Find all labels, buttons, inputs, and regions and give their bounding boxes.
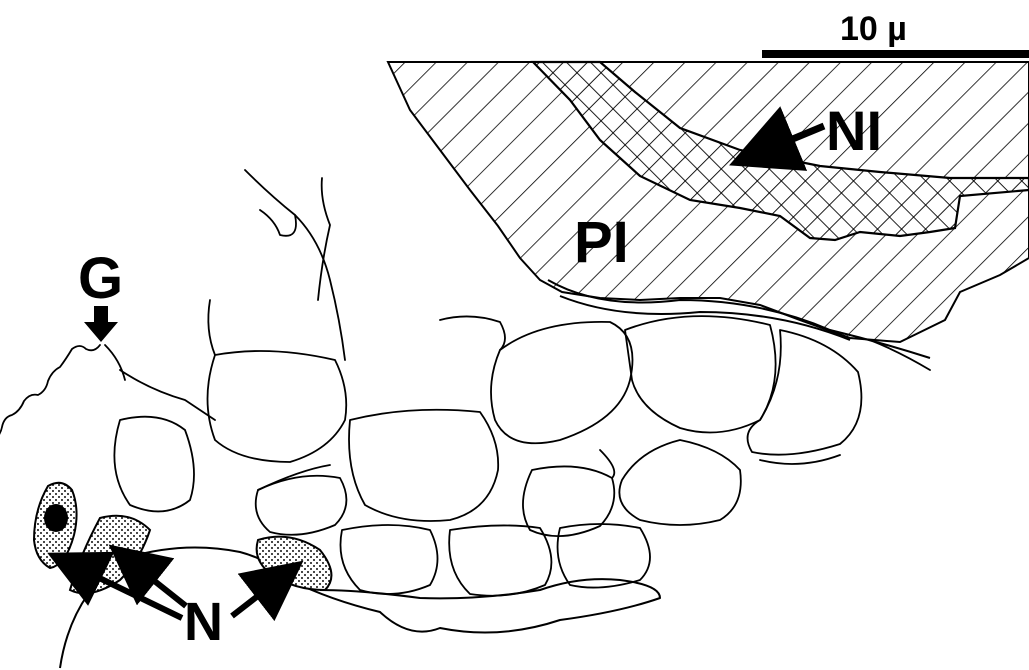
cell-11 — [449, 525, 551, 595]
nucleus-3 — [257, 537, 332, 590]
nucleus-1-dense — [44, 504, 68, 532]
arrow-g — [84, 306, 118, 342]
cell-8 — [114, 417, 194, 512]
cell-6 — [349, 410, 498, 521]
label-pi: PI — [574, 210, 629, 275]
arrow-n-3 — [232, 568, 294, 616]
cell-7 — [208, 351, 347, 462]
label-ni: NI — [826, 99, 882, 162]
cell-12 — [558, 524, 650, 588]
arrow-n-2 — [118, 552, 186, 606]
label-g: G — [78, 246, 123, 311]
scale-bar: 10 µ — [762, 10, 1029, 58]
cell-1 — [491, 322, 633, 443]
label-n: N — [184, 592, 223, 652]
cell-4 — [619, 440, 740, 525]
cell-2 — [625, 316, 776, 432]
scale-bar-label: 10 µ — [840, 10, 907, 48]
cell-3 — [748, 330, 862, 455]
scale-bar-line — [762, 50, 1029, 58]
cell-10 — [340, 525, 437, 594]
